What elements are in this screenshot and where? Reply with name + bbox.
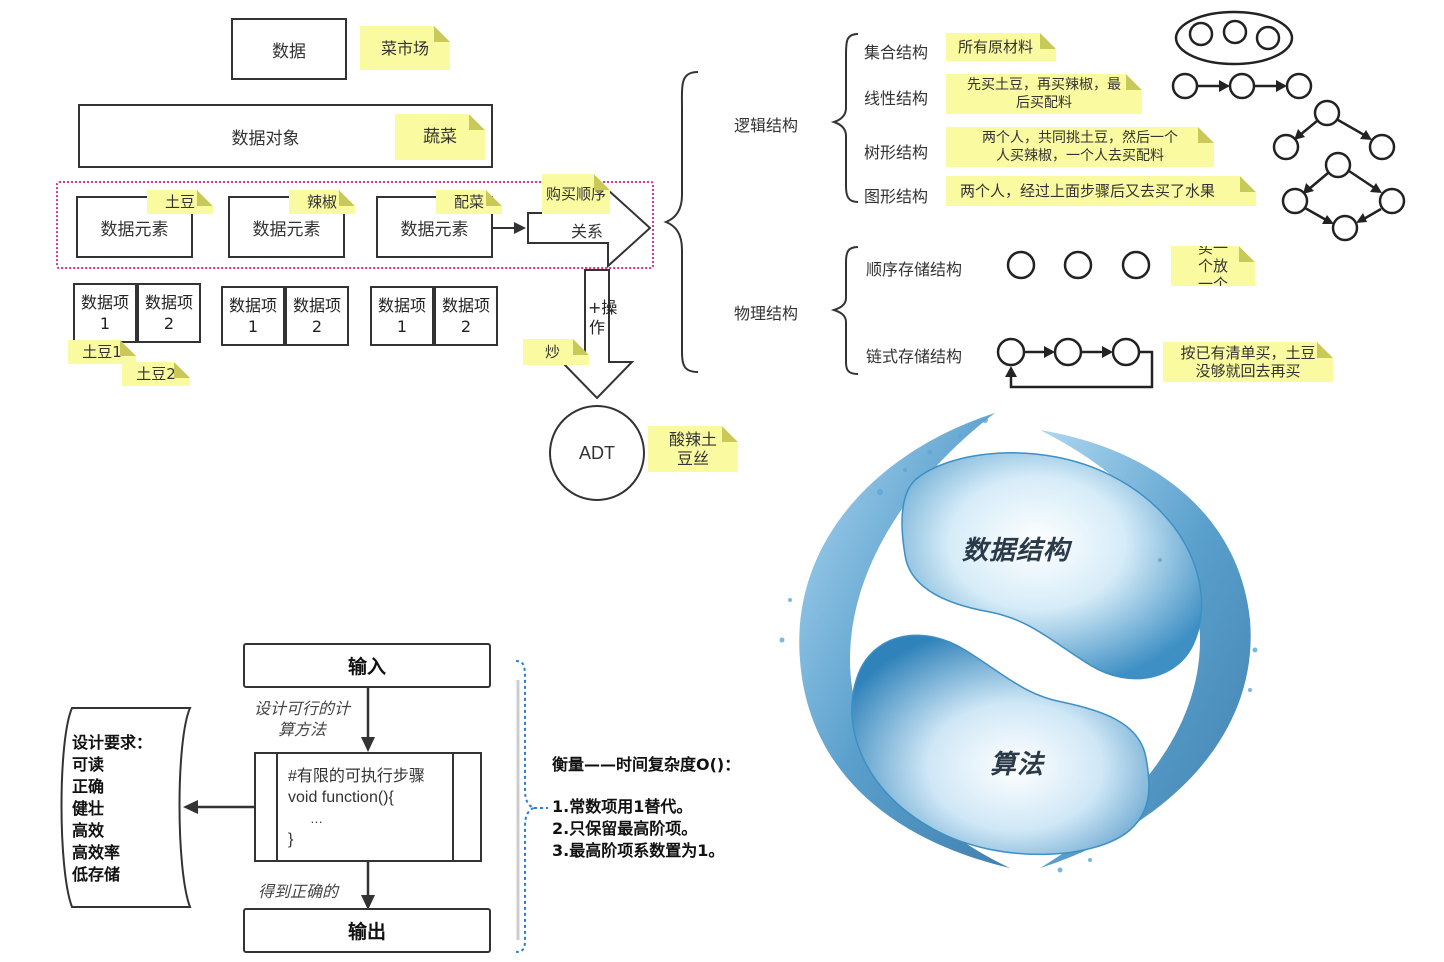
data-label: 数据	[272, 41, 306, 62]
data-item-1b: 数据项2	[137, 283, 201, 343]
linear-structure-note: 先买土豆，再买辣椒，最后买配料	[946, 74, 1142, 114]
tree-structure-note: 两个人，共同挑土豆，然后一个人买辣椒，一个人去买配料	[946, 127, 1214, 167]
output-box: 输出	[243, 908, 491, 953]
code-line-1: #有限的可执行步骤	[288, 768, 425, 785]
code-box: #有限的可执行步骤 void function(){ … }	[254, 752, 482, 862]
dish-note: 酸辣土豆丝	[648, 426, 738, 472]
potato2-note: 土豆2	[122, 362, 190, 386]
emblem-bottom-text: 算法	[990, 750, 1045, 780]
code-lines: #有限的可执行步骤 void function(){ … }	[288, 766, 425, 850]
requirements-list: 设计要求： 可读 正确 健壮 高效 高效率 低存储	[72, 732, 152, 886]
data-item-2b: 数据项2	[285, 286, 349, 346]
code-box-left-bar	[276, 754, 278, 860]
requirement-readable: 可读	[72, 755, 105, 774]
buy-order-note: 购买顺序	[542, 174, 610, 214]
linear-structure-label: 线性结构	[864, 89, 929, 108]
requirement-low-storage: 低存储	[72, 865, 121, 884]
linked-storage-label: 链式存储结构	[866, 347, 963, 366]
data-element-box-2: 数据元素	[228, 196, 345, 258]
data-object-dashed-group	[56, 181, 654, 269]
requirement-efficient: 高效	[72, 821, 105, 840]
relation-label: 关系	[571, 222, 604, 241]
set-structure-label: 集合结构	[864, 43, 929, 62]
measure-rule-1: 1.常数项用1替代。	[552, 797, 693, 816]
requirement-high-efficiency: 高效率	[72, 843, 121, 862]
sequential-storage-label: 顺序存储结构	[866, 260, 963, 279]
data-item-3a: 数据项1	[370, 286, 434, 346]
code-box-right-bar	[452, 754, 454, 860]
input-box: 输入	[243, 643, 491, 688]
requirements-title: 设计要求：	[72, 733, 153, 752]
requirement-correct: 正确	[72, 777, 105, 796]
data-item-3b: 数据项2	[434, 286, 498, 346]
veg-note: 蔬菜	[395, 114, 485, 160]
potato-note: 土豆	[147, 190, 213, 214]
adt-label: ADT	[579, 443, 615, 463]
potato1-note: 土豆1	[68, 340, 136, 364]
data-box: 数据	[231, 18, 347, 80]
set-structure-note: 所有原材料	[946, 33, 1056, 61]
physical-structure-label: 物理结构	[734, 304, 799, 323]
graph-structure-label: 图形结构	[864, 187, 929, 206]
data-object-label: 数据对象	[231, 128, 300, 149]
code-line-4: }	[288, 831, 294, 848]
tree-structure-label: 树形结构	[864, 143, 929, 162]
code-line-3: …	[310, 811, 323, 826]
linked-storage-note: 按已有清单买，土豆没够就回去再买	[1163, 342, 1333, 382]
measure-rule-3: 3.最高阶项系数置为1。	[552, 841, 725, 860]
emblem-top-text: 数据结构	[962, 536, 1071, 566]
code-line-2: void function(){	[288, 789, 394, 806]
measure-title: 衡量——时间复杂度O()：	[552, 755, 741, 774]
logical-structure-label: 逻辑结构	[734, 116, 799, 135]
data-item-2a: 数据项1	[221, 286, 285, 346]
market-note: 菜市场	[360, 26, 450, 70]
side-dish-note: 配菜	[436, 190, 502, 214]
graph-structure-note: 两个人，经过上面步骤后又去买了水果	[946, 176, 1256, 206]
measure-rule-2: 2.只保留最高阶项。	[552, 819, 698, 838]
data-element-box-1: 数据元素	[76, 196, 193, 258]
requirement-robust: 健壮	[72, 799, 105, 818]
design-method-text: 设计可行的计算方法	[254, 699, 351, 739]
get-correct-text: 得到正确的	[258, 882, 339, 901]
complexity-measure: 衡量——时间复杂度O()： 1.常数项用1替代。 2.只保留最高阶项。 3.最高…	[552, 754, 740, 862]
